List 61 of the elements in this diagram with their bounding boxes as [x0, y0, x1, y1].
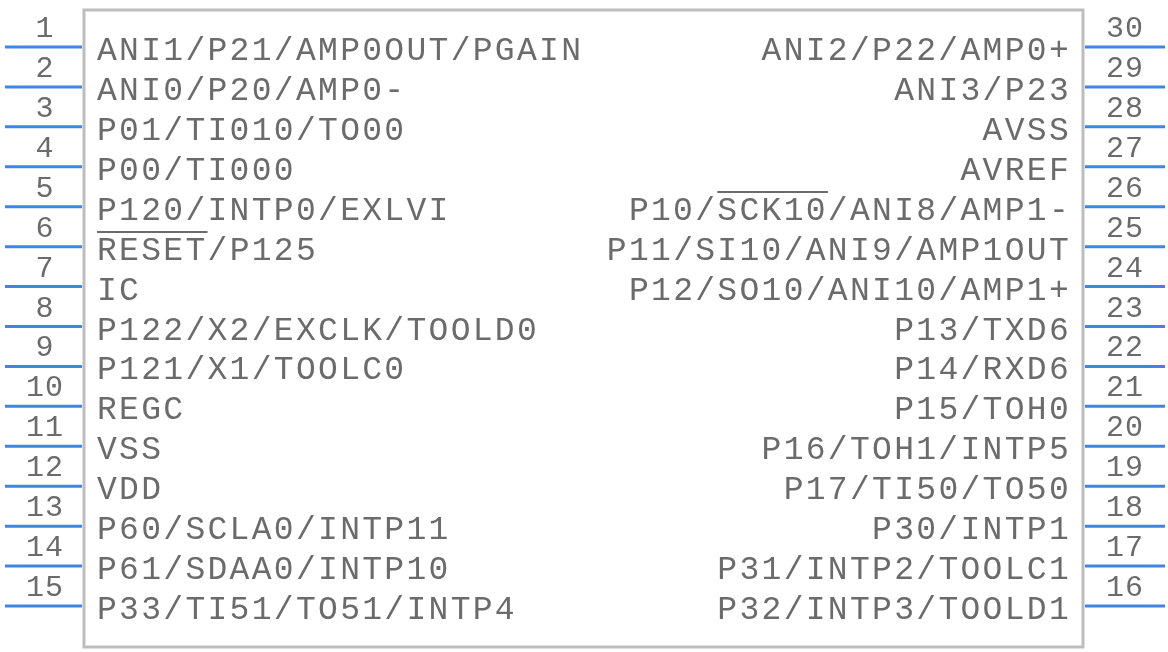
pin-number: 6 [35, 210, 55, 247]
pin-number: 30 [1106, 11, 1144, 47]
pin-number: 26 [1106, 170, 1144, 207]
pin-number: 27 [1106, 130, 1144, 167]
pin-number: 1 [35, 11, 55, 47]
pin-name: P12/SO10/ANI10/AMP1+ [628, 273, 1071, 310]
pin-name: P13/TXD6 [894, 313, 1071, 350]
pin-number: 29 [1106, 50, 1144, 87]
pin-name: VSS [97, 433, 164, 470]
pin-number: 25 [1106, 210, 1144, 247]
pin-number: 11 [26, 410, 64, 447]
pin-name: ANI3/P23 [894, 73, 1071, 110]
pin-number: 4 [35, 130, 55, 167]
pin-name: IC [97, 273, 142, 310]
pin-number: 7 [35, 250, 55, 287]
pin-name: ANI1/P21/AMP0OUT/PGAIN [97, 34, 584, 70]
pin-number: 28 [1106, 90, 1144, 127]
pin-name: ANI0/P20/AMP0- [97, 73, 407, 110]
pin-number: 19 [1106, 450, 1144, 487]
pin-name: P17/TI50/TO50 [783, 473, 1071, 510]
pin-name: AVREF [960, 153, 1071, 190]
pin-name: P31/INTP2/TOOLC1 [717, 553, 1071, 590]
pin-number: 5 [35, 170, 55, 207]
pin-name: P120/INTP0/EXLVI [97, 193, 451, 230]
pin-name: P122/X2/EXCLK/TOOLD0 [97, 313, 540, 350]
pin-number: 24 [1106, 250, 1144, 287]
pin-number: 3 [35, 90, 55, 127]
pin-number: 12 [26, 450, 64, 487]
pin-name: P14/RXD6 [894, 353, 1071, 390]
pin-number: 16 [1106, 570, 1144, 606]
pin-number: 13 [26, 490, 64, 527]
pin-name: P00/TI000 [97, 153, 296, 190]
pin-number: 15 [26, 570, 64, 606]
pin-name: P10/SCK10/ANI8/AMP1- [628, 193, 1071, 230]
pin-number: 23 [1106, 290, 1144, 327]
chip-body [82, 8, 1085, 649]
pin-name: P33/TI51/TO51/INTP4 [97, 593, 517, 629]
pin-number: 10 [26, 370, 64, 407]
pin-number: 18 [1106, 490, 1144, 527]
pin-name: P60/SCLA0/INTP11 [97, 513, 451, 550]
pin-name: VDD [97, 473, 164, 510]
pin-number: 21 [1106, 370, 1144, 407]
pin-name: RESET/P125 [97, 233, 319, 270]
pin-number: 20 [1106, 410, 1144, 447]
pin-number: 22 [1106, 330, 1144, 367]
pin-name: P32/INTP3/TOOLD1 [717, 593, 1071, 629]
pin-name: P01/TI010/TO00 [97, 113, 407, 150]
pin-number: 17 [1106, 530, 1144, 567]
pin-name: REGC [97, 393, 186, 430]
pin-name: P30/INTP1 [872, 513, 1071, 550]
pin-name: P11/SI10/ANI9/AMP1OUT [606, 233, 1071, 270]
pin-name: ANI2/P22/AMP0+ [761, 34, 1071, 70]
pin-name: AVSS [982, 113, 1071, 150]
pin-name: P15/TOH0 [894, 393, 1071, 430]
pin-name: P61/SDAA0/INTP10 [97, 553, 451, 590]
pin-number: 14 [26, 530, 64, 567]
pin-number: 2 [35, 50, 55, 87]
pin-name: P121/X1/TOOLC0 [97, 353, 407, 390]
pin-number: 8 [35, 290, 55, 327]
pin-number: 9 [35, 330, 55, 367]
pin-name: P16/TOH1/INTP5 [761, 433, 1071, 470]
